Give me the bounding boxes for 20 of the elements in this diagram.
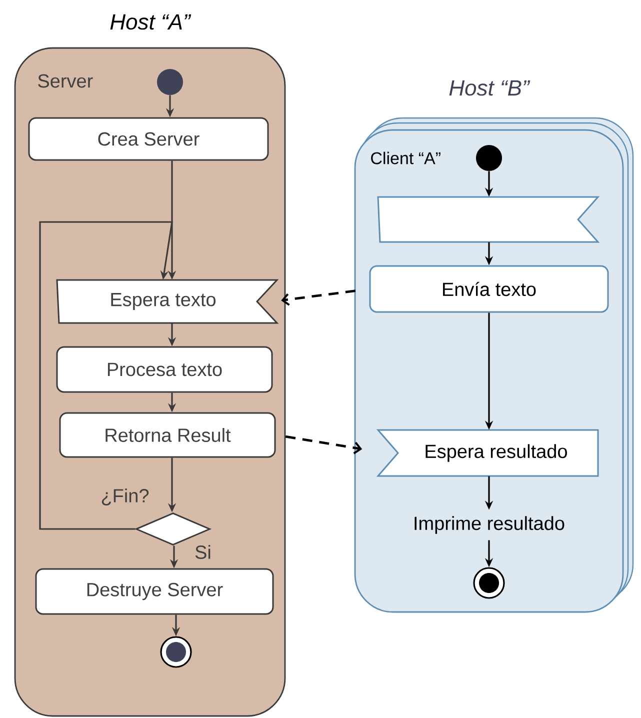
- signal-receive-flag: Espera texto: [56, 279, 279, 324]
- action-box: Procesa texto: [56, 346, 273, 393]
- arrow: [281, 290, 356, 306]
- host-title: Host “A”: [110, 14, 192, 30]
- signal-receive-flag: [377, 196, 600, 243]
- action-box: Envía texto: [369, 265, 609, 313]
- action-box: Retorna Result: [59, 412, 276, 458]
- start-dot: [157, 69, 183, 95]
- action-box: Crea Server: [28, 117, 269, 161]
- end-dot: [160, 636, 192, 668]
- action-box: Destruye Server: [35, 568, 274, 615]
- action-text: Imprime resultado: [414, 516, 564, 534]
- host-title: Host “B”: [449, 80, 530, 96]
- end-dot: [473, 567, 505, 599]
- arrow: [285, 435, 362, 454]
- signal-receive-flag: Espera resultado: [376, 429, 599, 477]
- start-dot: [476, 145, 502, 171]
- arrow: [39, 221, 173, 530]
- decision-label: ¿Fin?: [102, 488, 149, 506]
- edge-label: Si: [195, 545, 210, 559]
